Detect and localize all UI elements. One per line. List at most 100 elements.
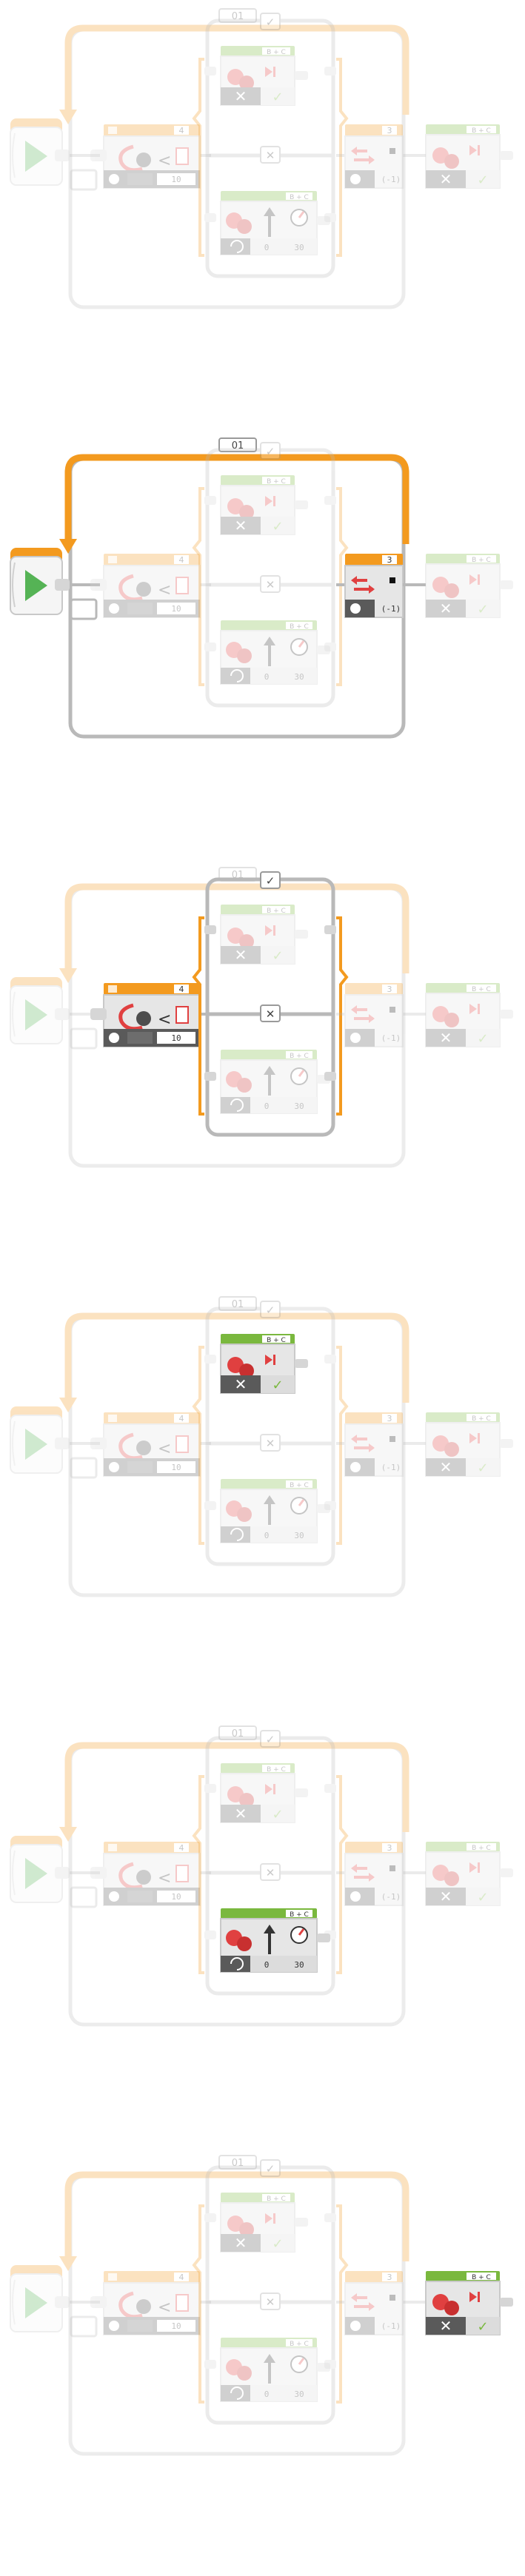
svg-text:✓: ✓ bbox=[272, 2236, 283, 2252]
touch-compare-block[interactable]: 4 < 10 bbox=[90, 2271, 211, 2335]
touch-compare-block[interactable]: 4 < 10 bbox=[90, 1412, 211, 1477]
touch-compare-block[interactable]: 4 < 10 bbox=[90, 554, 211, 618]
check-icon: ✓ bbox=[266, 874, 275, 888]
steering-motor-block-false[interactable]: B + C 0 30 bbox=[220, 620, 330, 685]
svg-text:✕: ✕ bbox=[235, 2234, 247, 2252]
svg-text:✕: ✕ bbox=[440, 1029, 452, 1047]
svg-text:✕: ✕ bbox=[235, 517, 247, 534]
svg-text:✓: ✓ bbox=[477, 2319, 488, 2335]
port-icon bbox=[108, 556, 117, 563]
motor-ports: B + C bbox=[472, 2274, 491, 2281]
loop-arrow-icon bbox=[354, 2296, 373, 2308]
loop-block[interactable]: 01 bbox=[59, 1296, 409, 1597]
loop-label: 01 bbox=[232, 11, 244, 22]
interrupt-label: 3 bbox=[387, 2273, 392, 2282]
loop-interrupt-block[interactable]: 3 (-1) bbox=[336, 1842, 426, 1906]
tank-motor-block-true[interactable]: B + C ✕ ✓ bbox=[220, 2193, 308, 2253]
tank-motor-block-after[interactable]: B + C ✕ ✓ bbox=[425, 1842, 513, 1906]
motor-pair-icon bbox=[432, 577, 449, 593]
tank-motor-block-true[interactable]: B + C ✕ ✓ bbox=[220, 1763, 308, 1823]
threshold-value: 10 bbox=[171, 175, 181, 184]
port-icon bbox=[108, 1844, 117, 1851]
motor-ports: B + C bbox=[472, 127, 491, 135]
loop-interrupt-block[interactable]: 3 (-1) bbox=[336, 2271, 426, 2335]
steering-motor-block-false[interactable]: B + C 0 30 bbox=[220, 2338, 330, 2402]
tank-motor-block-after[interactable]: B + C ✕ ✓ bbox=[425, 554, 513, 618]
svg-text:✕: ✕ bbox=[440, 600, 452, 617]
svg-text:✓: ✓ bbox=[477, 1890, 488, 1905]
svg-text:✓: ✓ bbox=[272, 1807, 283, 1822]
loop-interrupt-block[interactable]: 3 (-1) bbox=[336, 554, 426, 618]
tank-motor-block-after[interactable]: B + C ✕ ✓ bbox=[425, 983, 513, 1047]
steering-icon bbox=[226, 212, 242, 229]
switch-block[interactable]: ✓ ✕ bbox=[192, 442, 349, 708]
switch-block[interactable]: ✓ ✕ bbox=[192, 871, 349, 1137]
tank-motor-block-true[interactable]: B + C ✕ ✓ bbox=[220, 905, 308, 965]
interrupt-value: (-1) bbox=[381, 175, 401, 184]
play-icon bbox=[25, 1429, 47, 1460]
loop-arrow-icon bbox=[118, 1432, 143, 1460]
steering-icon bbox=[226, 642, 242, 658]
motor-ports: B + C bbox=[267, 2196, 286, 2203]
sensor-port: 4 bbox=[179, 1414, 184, 1423]
port-icon bbox=[108, 127, 117, 134]
switch-block[interactable]: ✓ ✕ bbox=[192, 2159, 349, 2425]
svg-text:✓: ✓ bbox=[477, 1460, 488, 1476]
power-value: 30 bbox=[294, 1960, 304, 1970]
tank-motor-block-true[interactable]: B + C ✕ ✓ bbox=[220, 475, 308, 535]
loop-interrupt-block[interactable]: 3 (-1) bbox=[336, 983, 426, 1047]
start-block[interactable] bbox=[10, 1836, 100, 1908]
touch-compare-block[interactable]: 4 < 10 bbox=[90, 983, 211, 1047]
loop-arrow-icon bbox=[118, 1003, 143, 1031]
tank-motor-block-true[interactable]: B + C ✕ ✓ bbox=[220, 46, 308, 106]
start-block[interactable] bbox=[10, 118, 100, 191]
loop-label: 01 bbox=[232, 440, 244, 452]
x-icon: ✕ bbox=[266, 1007, 275, 1021]
tank-motor-block-after[interactable]: B + C ✕ ✓ bbox=[425, 2271, 513, 2335]
check-icon: ✓ bbox=[266, 445, 275, 458]
start-block[interactable] bbox=[10, 977, 100, 1050]
program-diagram: 01 4 < 10 ✓ ✕ bbox=[10, 1296, 513, 1597]
less-than-icon: < bbox=[158, 1010, 171, 1029]
threshold-value: 10 bbox=[171, 1033, 181, 1043]
steering-motor-block-false[interactable]: B + C 0 30 bbox=[220, 1908, 330, 1973]
switch-block[interactable]: ✓ ✕ bbox=[192, 13, 349, 278]
touch-compare-block[interactable]: 4 < 10 bbox=[90, 124, 211, 189]
tank-motor-block-after[interactable]: B + C ✕ ✓ bbox=[425, 124, 513, 189]
steering-motor-block-false[interactable]: B + C 0 30 bbox=[220, 1050, 330, 1114]
loop-arrow-icon bbox=[354, 1867, 373, 1879]
power-value: 30 bbox=[294, 672, 304, 682]
sensor-port: 4 bbox=[179, 2273, 184, 2282]
motor-ports: B + C bbox=[472, 986, 491, 993]
loop-interrupt-block[interactable]: 3 (-1) bbox=[336, 124, 426, 189]
threshold-value: 10 bbox=[171, 1463, 181, 1472]
x-icon: ✕ bbox=[266, 578, 275, 591]
loop-block[interactable]: 01 bbox=[59, 2155, 409, 2456]
steering-motor-block-false[interactable]: B + C 0 30 bbox=[220, 1479, 330, 1543]
tank-motor-block-after[interactable]: B + C ✕ ✓ bbox=[425, 1412, 513, 1477]
interrupt-label: 3 bbox=[387, 1414, 392, 1423]
touch-compare-block[interactable]: 4 < 10 bbox=[90, 1842, 211, 1906]
loop-block[interactable]: 01 bbox=[59, 8, 409, 309]
loop-arrow-icon bbox=[118, 1862, 143, 1890]
start-block[interactable] bbox=[10, 2265, 100, 2338]
sensor-port: 4 bbox=[179, 985, 184, 994]
interrupt-label: 3 bbox=[387, 1843, 392, 1853]
threshold-value: 10 bbox=[171, 2321, 181, 2331]
interrupt-value: (-1) bbox=[381, 1033, 401, 1043]
play-icon bbox=[25, 141, 47, 172]
loop-block[interactable]: 01 bbox=[59, 1725, 409, 2027]
tank-motor-block-true[interactable]: B + C ✕ ✓ bbox=[220, 1334, 308, 1394]
check-icon: ✓ bbox=[266, 16, 275, 29]
steering-motor-block-false[interactable]: B + C 0 30 bbox=[220, 191, 330, 255]
loop-interrupt-block[interactable]: 3 (-1) bbox=[336, 1412, 426, 1477]
start-block[interactable] bbox=[10, 548, 100, 620]
loop-label: 01 bbox=[232, 2158, 244, 2169]
motor-ports: B + C bbox=[472, 1415, 491, 1423]
start-block[interactable] bbox=[10, 1406, 100, 1479]
loop-arrow-icon bbox=[354, 1438, 373, 1449]
switch-block[interactable]: ✓ ✕ bbox=[192, 1301, 349, 1566]
switch-block[interactable]: ✓ ✕ bbox=[192, 1730, 349, 1996]
threshold-value: 10 bbox=[171, 1892, 181, 1902]
svg-text:✓: ✓ bbox=[272, 519, 283, 534]
